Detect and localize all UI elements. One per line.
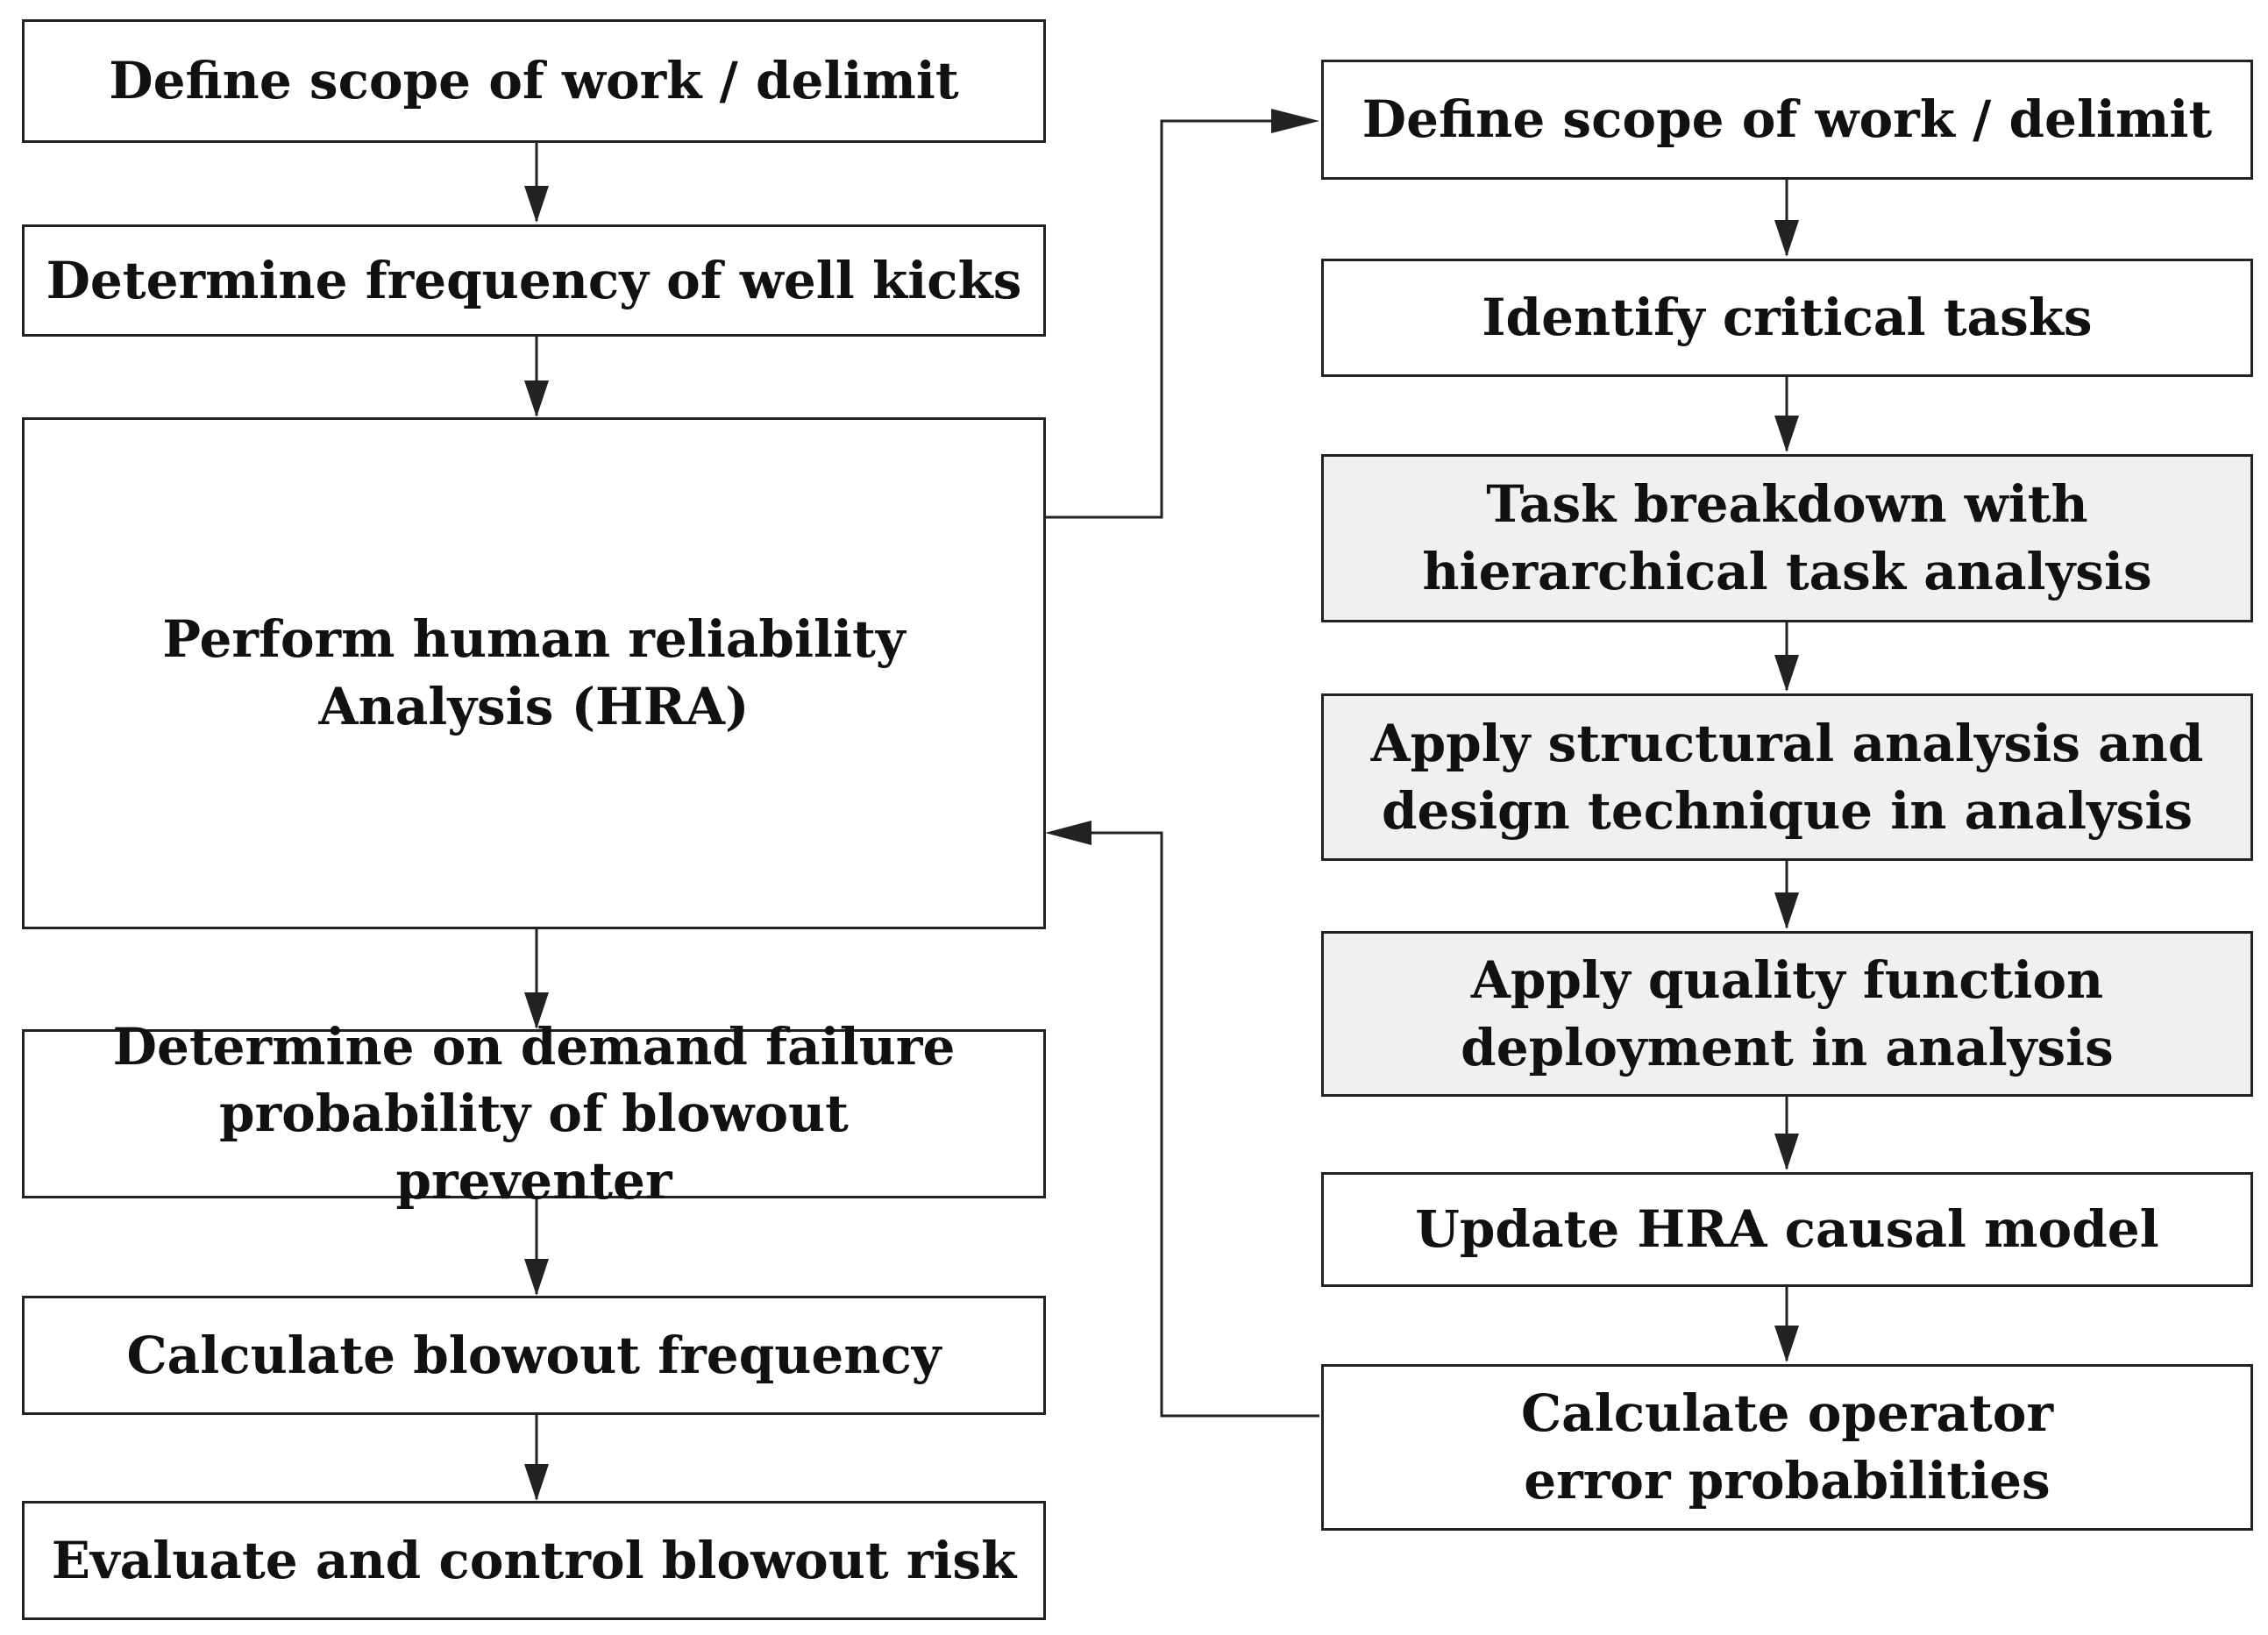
arrowhead — [524, 1259, 549, 1296]
arrowhead — [1774, 655, 1799, 692]
arrowhead — [524, 380, 549, 417]
arrowhead — [524, 992, 549, 1029]
arrowhead — [524, 186, 549, 223]
connector-operator-to-hra — [1087, 831, 1319, 1418]
arrowhead — [1045, 821, 1091, 845]
arrowhead — [524, 1464, 549, 1501]
arrowhead — [1774, 1134, 1799, 1170]
box-determine-kick-frequency: Determine frequency of well kicks — [22, 224, 1046, 337]
box-evaluate-blowout-risk: Evaluate and control blowout risk — [22, 1501, 1046, 1620]
box-label: Define scope of work / delimit — [109, 51, 959, 111]
box-label: Perform human reliability Analysis (HRA) — [162, 609, 906, 736]
box-task-breakdown-hta: Task breakdown with hierarchical task an… — [1321, 454, 2253, 622]
arrowhead — [1271, 109, 1319, 133]
box-label: Apply quality function deployment in ana… — [1461, 949, 2114, 1077]
box-label: Calculate blowout frequency — [126, 1325, 942, 1385]
box-update-hra-causal-model: Update HRA causal model — [1321, 1172, 2253, 1287]
box-calculate-operator-error: Calculate operator error probabilities — [1321, 1364, 2253, 1531]
box-identify-critical-tasks: Identify critical tasks — [1321, 259, 2253, 377]
box-label: Identify critical tasks — [1482, 288, 2093, 348]
box-label: Determine frequency of well kicks — [46, 250, 1022, 310]
box-label: Update HRA causal model — [1415, 1199, 2159, 1260]
box-label: Define scope of work / delimit — [1362, 89, 2213, 150]
box-define-scope-left: Define scope of work / delimit — [22, 19, 1046, 143]
box-apply-sadt: Apply structural analysis and design tec… — [1321, 693, 2253, 861]
box-define-scope-right: Define scope of work / delimit — [1321, 60, 2253, 180]
connector-hra-to-right-scope — [1043, 119, 1280, 519]
box-label: Calculate operator error probabilities — [1520, 1383, 2054, 1511]
arrowhead — [1774, 416, 1799, 452]
arrowhead — [1774, 1326, 1799, 1362]
box-label: Task breakdown with hierarchical task an… — [1422, 474, 2152, 601]
box-bop-failure-probability: Determine on demand failure probability … — [22, 1017, 1046, 1211]
box-label: Apply structural analysis and design tec… — [1370, 713, 2204, 841]
box-calculate-blowout-frequency: Calculate blowout frequency — [22, 1296, 1046, 1415]
arrowhead — [1774, 892, 1799, 929]
arrowhead — [1774, 220, 1799, 257]
box-label: Evaluate and control blowout risk — [51, 1530, 1017, 1590]
box-perform-hra: Perform human reliability Analysis (HRA) — [22, 417, 1046, 929]
box-label: Determine on demand failure probability … — [112, 1016, 956, 1211]
box-apply-qfd: Apply quality function deployment in ana… — [1321, 931, 2253, 1097]
